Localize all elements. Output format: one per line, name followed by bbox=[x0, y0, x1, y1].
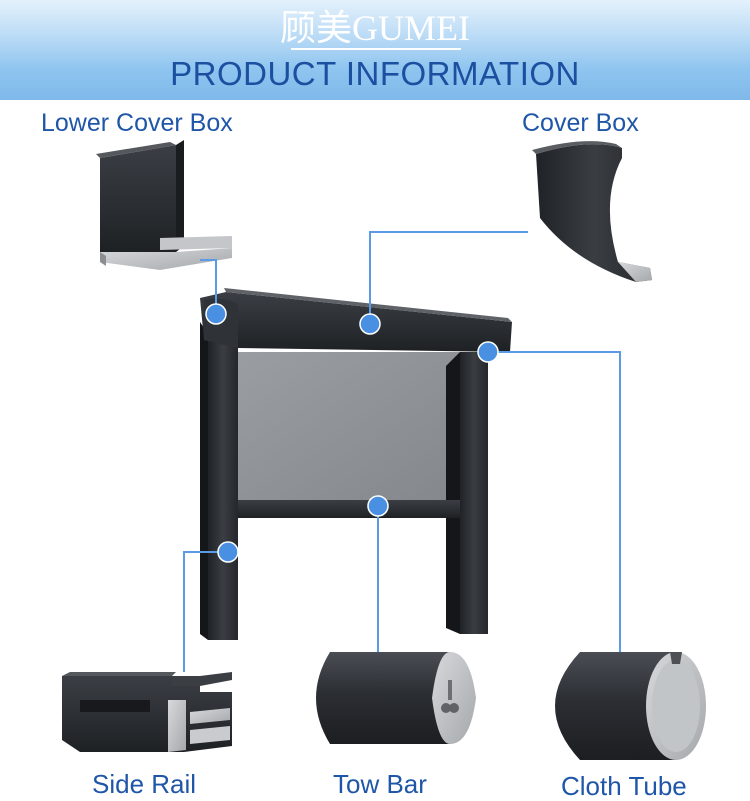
cover-box-image bbox=[532, 141, 652, 282]
cloth-tube-image bbox=[555, 652, 706, 760]
marker-cloth-tube bbox=[477, 341, 499, 363]
marker-cover-box bbox=[359, 313, 381, 335]
leader-cloth-tube bbox=[488, 351, 621, 652]
page-title: PRODUCT INFORMATION bbox=[170, 55, 580, 92]
leader-cover-box bbox=[369, 231, 528, 324]
leader-lower-cover-box bbox=[200, 259, 217, 314]
lower-cover-box-image bbox=[96, 140, 232, 270]
label-cloth-tube: Cloth Tube bbox=[561, 771, 687, 801]
leader-side-rail bbox=[183, 551, 228, 672]
header-banner: 顾美GUMEI PRODUCT INFORMATION bbox=[0, 0, 750, 100]
marker-tow-bar bbox=[367, 495, 389, 517]
side-rail-image bbox=[62, 672, 232, 752]
label-tow-bar: Tow Bar bbox=[333, 769, 427, 799]
frame-assembly bbox=[200, 288, 512, 640]
brand-underline bbox=[291, 48, 461, 50]
callout-markers bbox=[205, 303, 499, 563]
tow-bar-image bbox=[316, 652, 476, 744]
label-lower-cover-box: Lower Cover Box bbox=[41, 109, 233, 137]
label-cover-box: Cover Box bbox=[522, 109, 639, 137]
brand-logo: 顾美GUMEI bbox=[280, 8, 470, 48]
marker-lower-cover-box bbox=[205, 303, 227, 325]
leader-lines bbox=[183, 231, 621, 672]
label-side-rail: Side Rail bbox=[92, 769, 197, 799]
marker-side-rail bbox=[217, 541, 239, 563]
